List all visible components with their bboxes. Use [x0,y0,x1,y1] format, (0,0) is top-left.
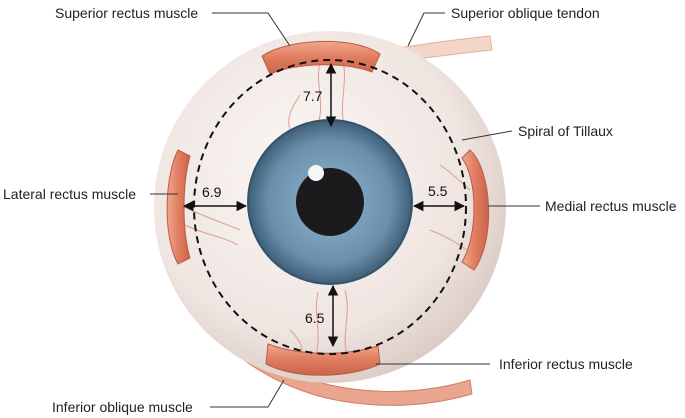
superior-oblique-leader [407,12,445,47]
superior-rectus-label: Superior rectus muscle [55,5,198,21]
pupil [296,168,364,236]
superior-measure-value: 7.7 [303,88,323,104]
pupil-highlight [308,165,324,181]
superior-rectus-leader [212,12,291,47]
inferior-oblique-label: Inferior oblique muscle [52,399,193,415]
lateral-rectus-muscle [166,149,191,265]
lateral-rectus-label: Lateral rectus muscle [3,186,136,202]
inferior-oblique-leader [210,379,285,408]
inferior-rectus-label: Inferior rectus muscle [499,356,633,372]
medial-measure-value: 5.5 [428,183,448,199]
lateral-measure-value: 6.9 [202,184,222,200]
spiral-tillaux-label: Spiral of Tillaux [518,123,613,139]
spiral-tillaux-leader [461,130,513,141]
medial-rectus-muscle [461,149,490,271]
medial-rectus-label: Medial rectus muscle [545,198,677,214]
superior-oblique-label: Superior oblique tendon [451,5,600,21]
inferior-measure-value: 6.5 [305,310,325,326]
